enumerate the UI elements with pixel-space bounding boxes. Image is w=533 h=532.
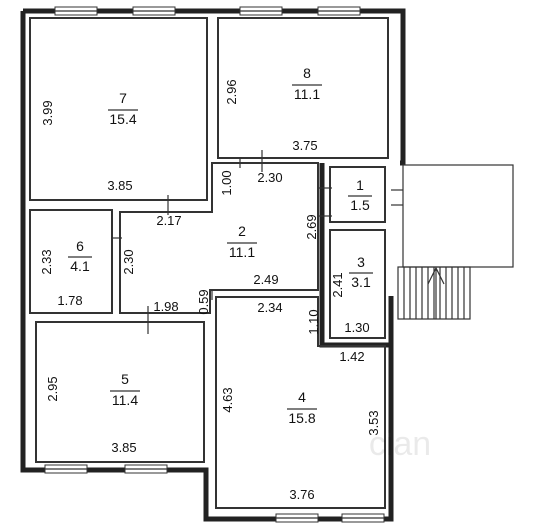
dim-r6-height: 2.33 bbox=[39, 249, 54, 274]
room-5-outline bbox=[35, 321, 205, 463]
room-1-outline bbox=[329, 166, 386, 223]
dim-r2-bottom-left: 1.98 bbox=[153, 299, 178, 314]
stairs bbox=[397, 266, 471, 320]
room-5-id: 5 bbox=[121, 371, 129, 387]
dim-r4-height-left: 4.63 bbox=[220, 387, 235, 412]
room-4-area: 15.8 bbox=[288, 410, 315, 426]
room-4-id: 4 bbox=[298, 389, 306, 405]
watermark: cian bbox=[369, 425, 431, 463]
dim-r3-height: 2.41 bbox=[330, 272, 345, 297]
room-2-id: 2 bbox=[238, 223, 246, 239]
dim-r6-width: 1.78 bbox=[57, 293, 82, 308]
room-4-outline bbox=[215, 296, 386, 509]
dim-r2-left-top: 2.17 bbox=[156, 213, 181, 228]
dim-r5-height: 2.95 bbox=[45, 376, 60, 401]
room-8-id: 8 bbox=[303, 65, 311, 81]
dim-r2-right-height: 2.69 bbox=[304, 214, 319, 239]
dim-r7-height: 3.99 bbox=[40, 100, 55, 125]
dim-r2-top-height: 1.00 bbox=[219, 170, 234, 195]
room-7-outline bbox=[29, 17, 208, 201]
room-7-id: 7 bbox=[119, 90, 127, 106]
room-1-area: 1.5 bbox=[350, 197, 370, 213]
dim-r4-top-right: 1.42 bbox=[339, 349, 364, 364]
dim-r2-top-width: 2.30 bbox=[257, 170, 282, 185]
dim-r5-width: 3.85 bbox=[111, 440, 136, 455]
room-6-id: 6 bbox=[76, 238, 84, 254]
dim-r7-width: 3.85 bbox=[107, 178, 132, 193]
windows bbox=[44, 6, 385, 523]
dim-r4-height-right: 3.53 bbox=[366, 410, 381, 435]
room-3-id: 3 bbox=[357, 254, 365, 270]
room-2-area: 11.1 bbox=[229, 244, 255, 260]
room-8-area: 11.1 bbox=[294, 86, 320, 102]
room-1-id: 1 bbox=[356, 177, 364, 193]
porch-outline bbox=[402, 164, 514, 268]
dim-r2-bottom-width1: 2.49 bbox=[253, 272, 278, 287]
dim-r2-left-height: 2.30 bbox=[121, 249, 136, 274]
room-7-area: 15.4 bbox=[109, 111, 136, 127]
room-2-outline bbox=[119, 162, 319, 314]
room-8-outline bbox=[217, 17, 389, 159]
door-marks bbox=[112, 150, 332, 334]
dim-r4-width: 3.76 bbox=[289, 487, 314, 502]
dim-r8-height: 2.96 bbox=[224, 79, 239, 104]
room-6-outline bbox=[29, 209, 113, 314]
stair-arrow-icon bbox=[427, 266, 445, 319]
dim-r2-bottom-width2: 2.34 bbox=[257, 300, 282, 315]
room-5-area: 11.4 bbox=[112, 392, 138, 408]
room-3-area: 3.1 bbox=[351, 274, 371, 290]
dim-r2-bottom-step: 0.59 bbox=[196, 289, 211, 314]
dim-r3-gap: 1.10 bbox=[306, 309, 321, 334]
room-3-outline bbox=[329, 229, 386, 339]
dim-r8-width: 3.75 bbox=[292, 138, 317, 153]
dim-r3-width: 1.30 bbox=[344, 320, 369, 335]
room-6-area: 4.1 bbox=[70, 258, 90, 274]
